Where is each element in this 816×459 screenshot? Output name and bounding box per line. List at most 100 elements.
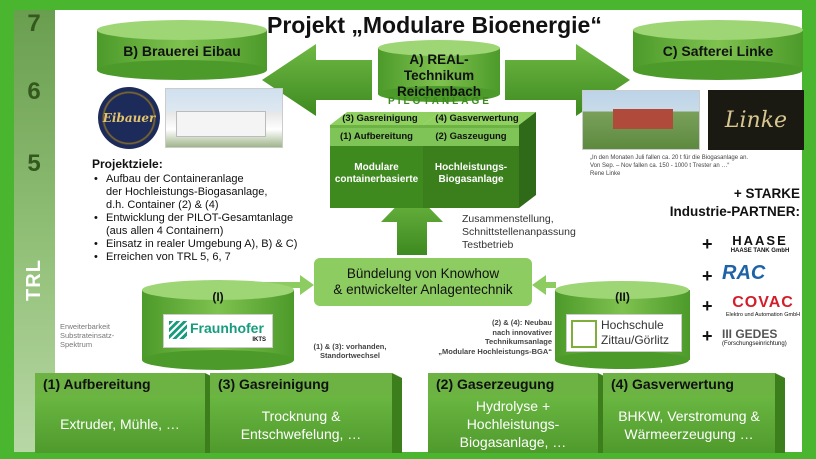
hochschule-name-2: Zittau/Görlitz	[601, 333, 670, 347]
bottom-box-1	[35, 373, 215, 453]
bullet: •	[94, 251, 98, 263]
goal-4-line-1: Erreichen von TRL 5, 6, 7	[106, 251, 231, 263]
brauerei-building	[176, 111, 266, 137]
container-text-left-1: Modulare	[354, 162, 399, 173]
right-cyl-note-4: „Modulare Hochleistungs-BGA“	[438, 346, 552, 356]
goal-2-line-1: Entwicklung der PILOT-Gesamtanlage	[106, 212, 294, 224]
bottom-body-line-2: Entschwefelung, …	[240, 426, 362, 442]
project-goals: Projektziele: • Aufbau der Containeranla…	[92, 157, 332, 264]
covac-logo: COVAC Elektro und Automation GmbH	[722, 294, 804, 318]
bottom-box-title: (4) Gasverwertung	[611, 376, 734, 392]
arrow-small-right	[532, 275, 556, 295]
right-cyl-note-2: nach innovativer	[492, 327, 552, 337]
integration-line-3: Testbetrieb	[462, 239, 514, 251]
geides-logo-name: III GEDES	[722, 327, 778, 341]
bottom-box-gasreinigung: (3) Gasreinigung Trocknung & Entschwefel…	[210, 373, 392, 453]
covac-logo-sub: Elektro und Automation GmbH	[725, 312, 801, 318]
bottom-body-line-3: Biogasanlage, …	[459, 434, 567, 450]
left-cyl-note: (1) & (3): vorhanden, Standortwechsel	[300, 342, 400, 360]
hochschule-name-1: Hochschule	[601, 318, 664, 332]
site-brauerei: B) Brauerei Eibau	[123, 43, 241, 59]
right-cyl-note-3: Technikumsanlage	[485, 337, 552, 346]
partners-heading-1: + STARKE	[733, 186, 800, 201]
left-side-note-1: Erweiterbarkeit	[60, 322, 111, 331]
linke-logo: Linke	[708, 90, 804, 150]
page-title: Projekt „Modulare Bioenergie“	[267, 12, 602, 38]
bottom-body-line-1: BHKW, Verstromung &	[618, 408, 760, 424]
haase-logo: HAASE HAASE TANK GmbH	[720, 233, 800, 254]
container-text-right-1: Hochleistungs-	[434, 162, 508, 173]
plus-4: +	[702, 326, 713, 346]
hochschule-mark-icon	[571, 320, 597, 348]
cylinder-technikum	[378, 40, 500, 102]
bottom-body-line-1: Extruder, Mühle, …	[60, 416, 180, 432]
linke-quote-3: Rene Linke	[590, 171, 621, 177]
eibauer-logo: Eibauer	[98, 87, 160, 149]
bullet: •	[94, 212, 98, 224]
bottom-body-line-1: Hydrolyse +	[475, 398, 551, 414]
bottom-box-body: BHKW, Verstromung & Wärmeerzeugung …	[603, 407, 775, 443]
plus-2: +	[702, 266, 713, 286]
cylinder-brauerei	[97, 20, 267, 80]
plus-1: +	[702, 234, 713, 254]
goal-2: • Entwicklung der PILOT-Gesamtanlage (au…	[92, 212, 332, 238]
bottom-box-gasverwertung: (4) Gasverwertung BHKW, Verstromung & Wä…	[603, 373, 775, 453]
bottom-box-title: (3) Gasreinigung	[218, 376, 330, 392]
haase-logo-sub: HAASE TANK GmbH	[730, 248, 790, 254]
right-cyl-note: (2) & (4): Neubau nach innovativer Techn…	[412, 318, 552, 356]
fraunhofer-mark-icon	[169, 321, 187, 339]
goal-2-line-2: (aus allen 4 Containern)	[106, 225, 224, 237]
left-cyl-note-2: Standortwechsel	[319, 351, 380, 360]
site-technikum: A) REAL-Technikum Reichenbach	[378, 52, 500, 100]
knowhow-line-1: Bündelung von Knowhow	[346, 266, 500, 281]
brauerei-photo	[165, 88, 283, 148]
container-text-left-2: containerbasierte	[334, 174, 419, 185]
pilot-label: PILOTANLAGE	[388, 96, 492, 107]
goal-4: • Erreichen von TRL 5, 6, 7	[92, 251, 332, 264]
bottom-body-line-1: Trocknung &	[261, 408, 341, 424]
bottom-box-gaserzeugung: (2) Gaserzeugung Hydrolyse + Hochleistun…	[428, 373, 598, 453]
module-4-label: (4) Gasverwertung	[435, 113, 519, 124]
left-cyl-label: (I)	[212, 290, 224, 304]
covac-logo-name: COVAC	[732, 294, 794, 311]
goal-1-line-1: Aufbau der Containeranlage	[106, 173, 244, 185]
rac-logo: RAC	[722, 262, 766, 284]
goals-heading: Projektziele:	[92, 157, 163, 171]
container-text-right-2: Biogasanlage	[438, 174, 504, 185]
geides-name: GEDES	[735, 327, 778, 341]
module-3-label: (3) Gasreinigung	[342, 113, 418, 124]
knowhow-box	[314, 258, 532, 306]
left-side-note: Erweiterbarkeit Substrateinsatz- Spektru…	[60, 322, 150, 349]
linke-quote: „In den Monaten Juli fallen ca. 20 t für…	[590, 154, 805, 178]
goal-3: • Einsatz in realer Umgebung A), B) & C)	[92, 238, 332, 251]
bottom-box-body: Hydrolyse + Hochleistungs- Biogasanlage,…	[428, 397, 598, 451]
site-safterei: C) Safterei Linke	[662, 43, 774, 59]
cylinder-safterei	[633, 20, 803, 80]
arrow-left	[262, 44, 372, 116]
knowhow-line-2: & entwickelter Anlagentechnik	[333, 282, 513, 297]
partners-heading-2: Industrie-PARTNER:	[669, 204, 800, 219]
plus-3: +	[702, 296, 713, 316]
integration-line-2: Schnittstellenanpassung	[462, 226, 576, 238]
bottom-box-4	[603, 373, 785, 453]
hochschule-logo: Hochschule Zittau/Görlitz	[566, 314, 682, 352]
linke-logo-text: Linke	[724, 107, 788, 133]
linke-quote-2: Von Sep. – Nov fallen ca. 150 - 1000 t T…	[590, 163, 730, 169]
bottom-box-2	[210, 373, 402, 453]
site-technikum-line2: Reichenbach	[396, 84, 482, 99]
trl-level-5: 5	[27, 150, 41, 177]
safterei-roof	[613, 109, 673, 129]
bottom-box-aufbereitung: (1) Aufbereitung Extruder, Mühle, …	[35, 373, 205, 453]
bottom-box-body: Trocknung & Entschwefelung, …	[210, 407, 392, 443]
safterei-photo	[582, 90, 700, 150]
trl-level-7: 7	[27, 10, 41, 37]
fraunhofer-name: Fraunhofer	[190, 320, 264, 336]
left-cyl-note-1: (1) & (3): vorhanden,	[313, 342, 387, 351]
eibauer-logo-text: Eibauer	[102, 111, 156, 125]
site-technikum-line1: A) REAL-Technikum	[403, 52, 475, 83]
goal-1-line-3: d.h. Container (2) & (4)	[106, 199, 219, 211]
left-side-note-2: Substrateinsatz-	[60, 331, 115, 340]
container-text-left: Modulare containerbasierte	[330, 162, 423, 186]
linke-quote-1: „In den Monaten Juli fallen ca. 20 t für…	[590, 155, 749, 161]
